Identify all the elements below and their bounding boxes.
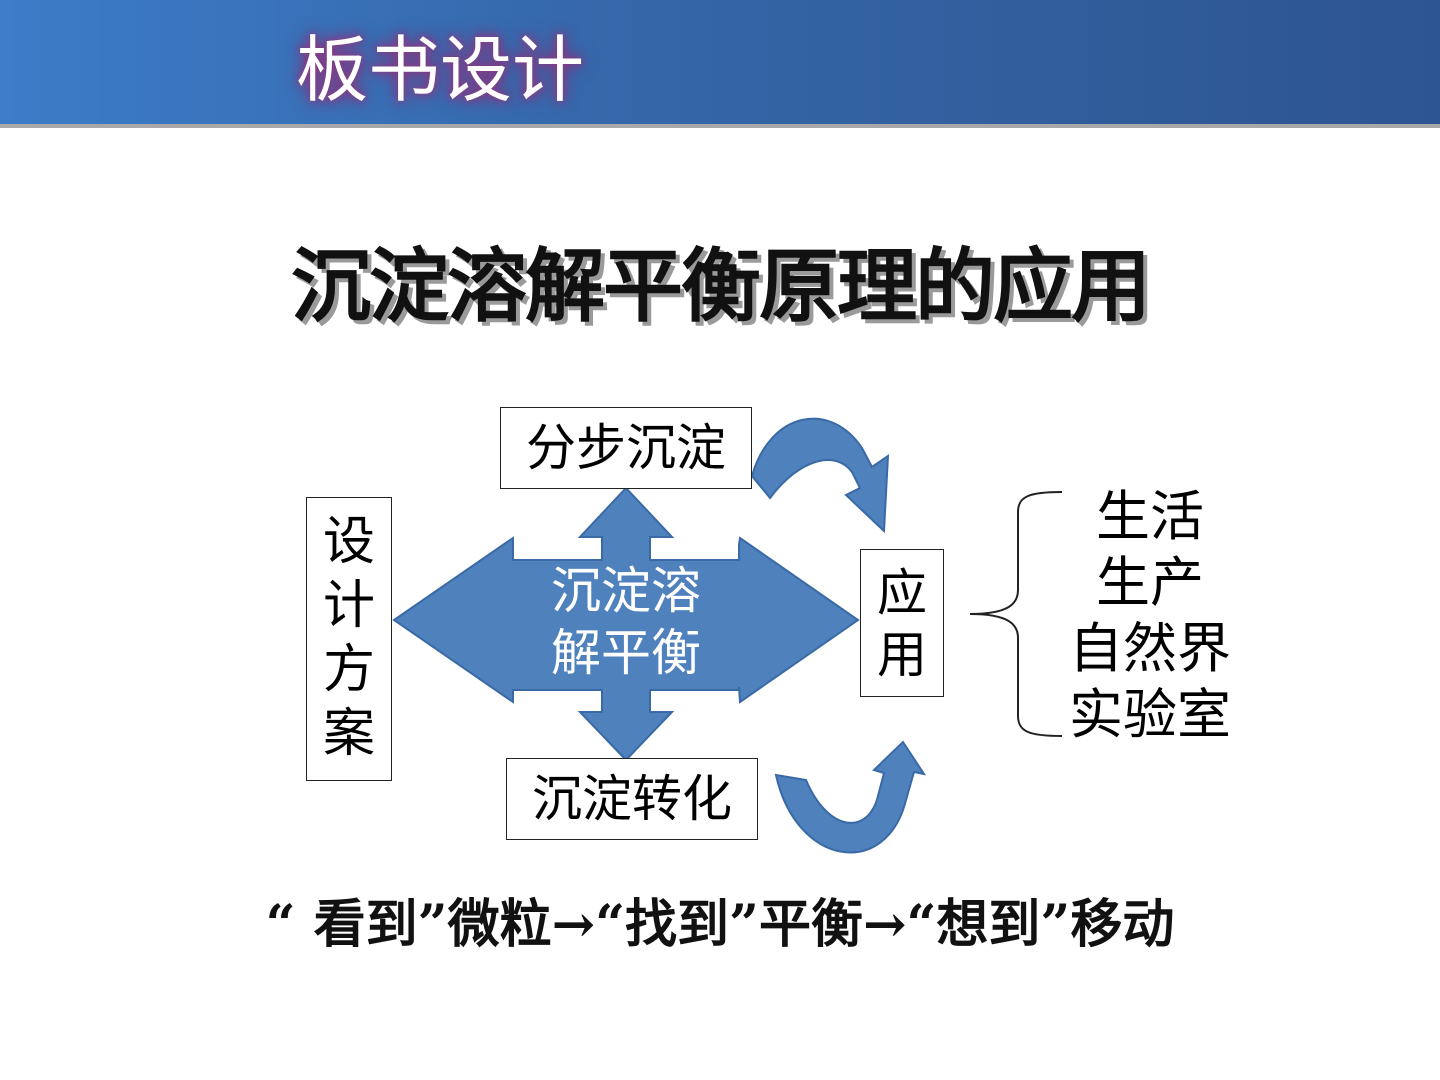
center-label: 沉淀溶 解平衡	[513, 560, 739, 684]
box-precipitation-conversion: 沉淀转化	[506, 758, 758, 840]
box-design-plan: 设 计 方 案	[306, 497, 392, 781]
application-char-2: 用	[877, 626, 927, 684]
application-char-1: 应	[877, 564, 927, 622]
box-application: 应 用	[860, 549, 944, 697]
curved-arrow-top	[750, 417, 890, 534]
brace	[969, 491, 1063, 737]
header-divider	[0, 124, 1440, 128]
center-line-2: 解平衡	[551, 624, 701, 682]
application-item-nature: 自然界	[1069, 617, 1231, 680]
design-char-3: 方	[322, 640, 375, 700]
main-title: 沉淀溶解平衡原理的应用	[291, 240, 1151, 333]
design-char-4: 案	[322, 704, 375, 764]
four-way-arrow	[392, 486, 860, 762]
center-line-1: 沉淀溶	[551, 562, 701, 620]
design-char-1: 设	[322, 512, 375, 572]
box-fractional-precipitation: 分步沉淀	[500, 407, 752, 489]
application-item-production: 生产	[1096, 551, 1204, 614]
design-char-2: 计	[322, 576, 375, 636]
application-item-life: 生活	[1096, 485, 1204, 548]
footer-summary: “ 看到”微粒→“找到”平衡→“想到”移动	[265, 894, 1175, 955]
slide-heading: 板书设计	[296, 28, 585, 112]
application-list: 生活 生产 自然界 实验室	[1060, 484, 1240, 748]
curved-arrow-bottom	[774, 740, 927, 854]
header-bar	[0, 0, 1440, 124]
application-item-laboratory: 实验室	[1069, 683, 1231, 746]
